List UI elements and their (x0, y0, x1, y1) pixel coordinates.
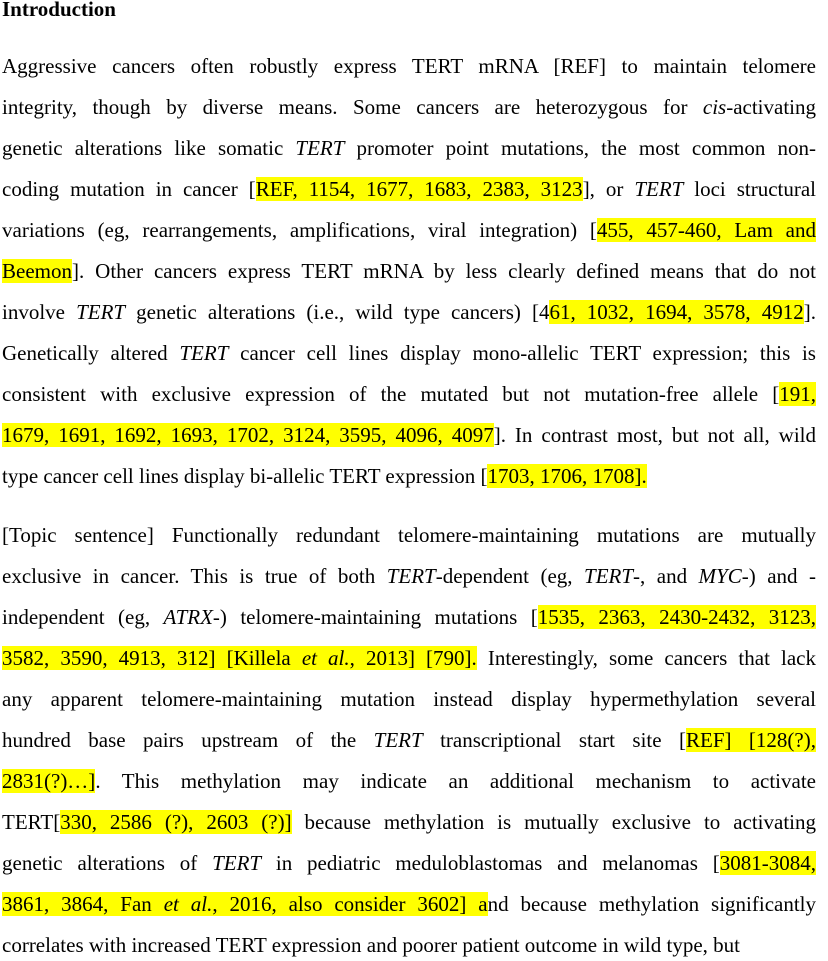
text-run: TERT (179, 341, 229, 365)
highlighted-citation: 3861, 3864, Fan (2, 892, 164, 916)
text-line: 2831(?)…]. This methylation may indicate… (2, 769, 816, 793)
text-line: [Topic sentence] Functionally redundant … (2, 523, 816, 547)
highlighted-citation: 2831(?)…] (2, 769, 96, 793)
text-line: correlates with increased TERT expressio… (2, 933, 740, 957)
text-run: Genetically altered (2, 341, 180, 365)
text-run: exclusive in cancer. This is true of bot… (2, 564, 387, 588)
highlighted-citation: et al. (301, 646, 350, 670)
highlighted-citation: , 2016, also consider 3602] a (212, 892, 488, 916)
text-line: exclusive in cancer. This is true of bot… (2, 564, 816, 588)
highlighted-citation: 455, 457-460, Lam and (596, 218, 816, 242)
text-run: any apparent telomere-maintaining mutati… (2, 687, 816, 711)
text-run: because methylation is mutually exclusiv… (291, 810, 817, 834)
text-run: MYC (698, 564, 742, 588)
highlighted-citation: 330, 2586 (?), 2603 (?)] (60, 810, 292, 834)
text-run: -activating (726, 95, 816, 119)
text-line: coding mutation in cancer [REF, 1154, 16… (2, 177, 816, 201)
text-run: -) telomere-maintaining mutations [ (212, 605, 538, 629)
text-run: integrity, though by diverse means. Some… (2, 95, 703, 119)
text-run: ]. Other cancers express TERT mRNA by le… (71, 259, 816, 283)
text-run: involve (2, 300, 77, 324)
text-run: -, and (633, 564, 699, 588)
text-line: any apparent telomere-maintaining mutati… (2, 687, 816, 711)
text-run: nd because methylation significantly (487, 892, 817, 916)
text-line: genetic alterations like somatic TERT pr… (2, 136, 816, 160)
text-run: ], or (582, 177, 635, 201)
highlighted-citation: 61, 1032, 1694, 3578, 4912 (549, 300, 804, 324)
text-run: correlates with increased TERT expressio… (2, 933, 741, 957)
text-run: Interestingly, some cancers that lack (476, 646, 816, 670)
text-run: Aggressive cancers often robustly expres… (2, 54, 816, 78)
text-line: TERT[330, 2586 (?), 2603 (?)] because me… (2, 810, 816, 834)
text-line: independent (eg, ATRX-) telomere-maintai… (2, 605, 816, 629)
text-run: consistent with exclusive expression of … (2, 382, 780, 406)
highlighted-citation: , 2013] [790]. (349, 646, 477, 670)
text-run: cis (702, 95, 727, 119)
text-run: ]. In contrast most, but not all, wild (493, 423, 817, 447)
text-run: hundred base pairs upstream of the (2, 728, 374, 752)
text-line: genetic alterations of TERT in pediatric… (2, 851, 816, 875)
text-line: variations (eg, rearrangements, amplific… (2, 218, 816, 242)
text-run: TERT (634, 177, 684, 201)
text-run: [Topic sentence] Functionally redundant … (2, 523, 816, 547)
text-run: ]. (803, 300, 817, 324)
highlighted-citation: 1679, 1691, 1692, 1693, 1702, 3124, 3595… (2, 423, 494, 447)
text-line: Aggressive cancers often robustly expres… (2, 54, 816, 78)
text-run: TERT (584, 564, 634, 588)
text-line: 3861, 3864, Fan et al., 2016, also consi… (2, 892, 816, 916)
text-run: TERT (76, 300, 126, 324)
highlighted-citation: REF] [128(?), (686, 728, 816, 752)
text-line: 1679, 1691, 1692, 1693, 1702, 3124, 3595… (2, 423, 816, 447)
text-run: TERT (373, 728, 423, 752)
text-run: loci structural (683, 177, 816, 201)
highlighted-citation: 1535, 2363, 2430-2432, 3123, (537, 605, 816, 629)
text-run: coding mutation in cancer [ (2, 177, 256, 201)
text-run: genetic alterations (i.e., wild type can… (125, 300, 550, 324)
text-run: in pediatric meduloblastomas and melanom… (261, 851, 720, 875)
highlighted-citation: 3582, 3590, 4913, 312] [Killela (2, 646, 302, 670)
text-line: Beemon]. Other cancers express TERT mRNA… (2, 259, 816, 283)
text-run: TERT (386, 564, 436, 588)
text-run: cancer cell lines display mono-allelic T… (228, 341, 816, 365)
text-run: -) and - (741, 564, 816, 588)
section-heading: Introduction (2, 0, 116, 21)
text-run: ATRX (163, 605, 213, 629)
text-line: Genetically altered TERT cancer cell lin… (2, 341, 816, 365)
text-run: transcriptional start site [ (422, 728, 686, 752)
text-run: TERT[ (2, 810, 61, 834)
highlighted-citation: REF, 1154, 1677, 1683, 2383, 3123 (255, 177, 583, 201)
text-run: variations (eg, rearrangements, amplific… (2, 218, 597, 242)
text-line: 3582, 3590, 4913, 312] [Killela et al., … (2, 646, 816, 670)
text-run: TERT (212, 851, 262, 875)
text-run: promoter point mutations, the most commo… (344, 136, 816, 160)
text-run: TERT (295, 136, 345, 160)
text-line: integrity, though by diverse means. Some… (2, 95, 816, 119)
highlighted-citation: 3081-3084, (719, 851, 816, 875)
text-run: . This methylation may indicate an addit… (95, 769, 816, 793)
text-line: involve TERT genetic alterations (i.e., … (2, 300, 816, 324)
text-run: genetic alterations like somatic (2, 136, 296, 160)
text-run: type cancer cell lines display bi-alleli… (2, 464, 488, 488)
highlighted-citation: et al. (163, 892, 213, 916)
text-line: hundred base pairs upstream of the TERT … (2, 728, 816, 752)
highlighted-citation: 1703, 1706, 1708]. (487, 464, 647, 488)
text-line: consistent with exclusive expression of … (2, 382, 816, 406)
text-run: genetic alterations of (2, 851, 213, 875)
highlighted-citation: Beemon (2, 259, 72, 283)
highlighted-citation: 191, (779, 382, 816, 406)
text-line: type cancer cell lines display bi-alleli… (2, 464, 647, 488)
text-run: -dependent (eg, (435, 564, 585, 588)
text-run: independent (eg, (2, 605, 164, 629)
